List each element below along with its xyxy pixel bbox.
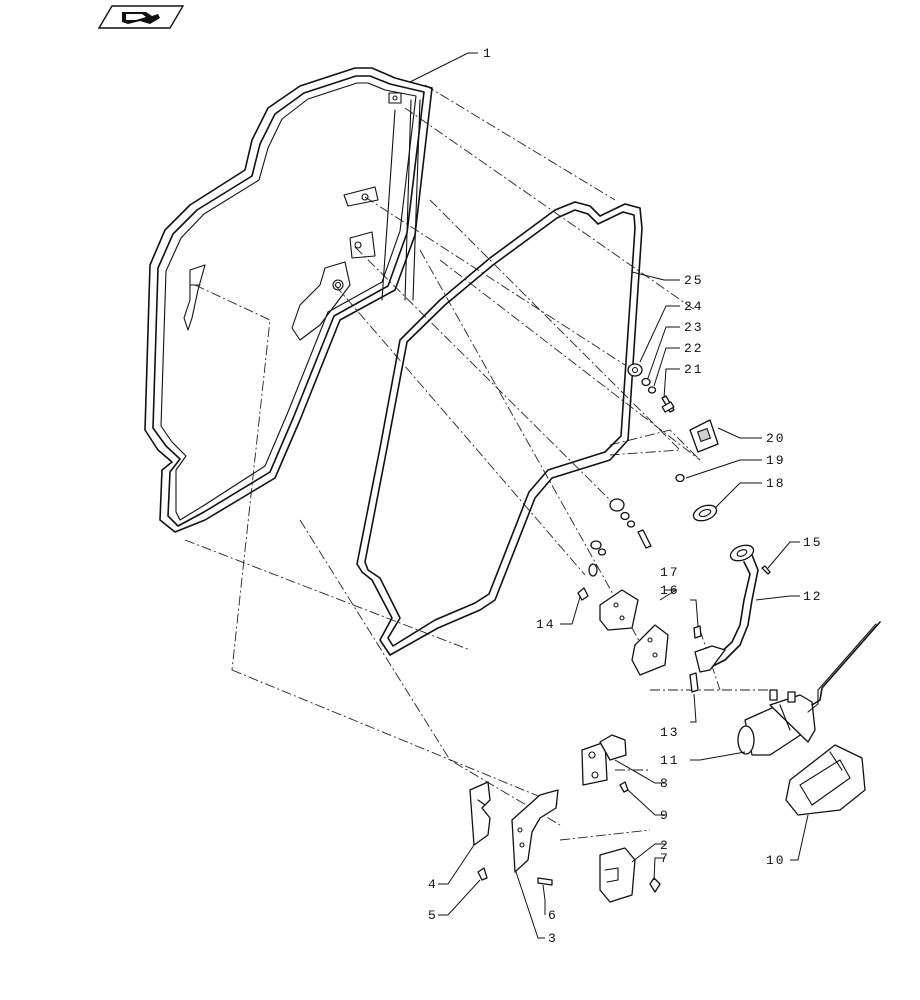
callout-2: 2 xyxy=(660,838,670,853)
plate-part-4 xyxy=(469,781,491,846)
latch-part-8 xyxy=(581,734,627,786)
mid-fasteners xyxy=(588,498,652,577)
book-arrow-icon[interactable] xyxy=(97,5,185,29)
spring-pin-part-13 xyxy=(689,672,699,693)
window-seal-part-25 xyxy=(356,201,643,656)
callout-11: 11 xyxy=(660,753,680,768)
callout-24: 24 xyxy=(684,299,704,314)
block-part-2 xyxy=(599,847,636,903)
callout-10: 10 xyxy=(766,853,786,868)
screw-part-9 xyxy=(619,781,629,793)
callout-12: 12 xyxy=(803,589,823,604)
pin-part-17 xyxy=(693,625,702,639)
callout-14: 14 xyxy=(536,617,556,632)
screw-part-5 xyxy=(477,867,488,881)
callout-25: 25 xyxy=(684,273,704,288)
callout-5: 5 xyxy=(428,908,438,923)
callout-18: 18 xyxy=(766,476,786,491)
callout-3: 3 xyxy=(548,931,558,946)
washer-part-24 xyxy=(627,363,643,377)
plates-part-16 xyxy=(599,589,669,676)
callout-16: 16 xyxy=(660,583,680,598)
screw-part-7 xyxy=(649,877,661,893)
motor-part-11 xyxy=(737,621,881,756)
callout-6: 6 xyxy=(548,908,558,923)
projection-lines xyxy=(184,84,770,841)
callout-17: 17 xyxy=(660,565,680,580)
screw-part-6 xyxy=(537,877,553,886)
screw-part-15 xyxy=(761,565,771,575)
fasteners-21-24 xyxy=(627,363,675,413)
callout-19: 19 xyxy=(766,453,786,468)
callout-labels: 1 2 3 4 5 6 7 8 9 10 11 12 13 14 15 16 1… xyxy=(428,46,823,946)
door-seal-part-1 xyxy=(144,67,433,533)
callout-4: 4 xyxy=(428,877,438,892)
label-part-20 xyxy=(689,419,719,453)
callout-7: 7 xyxy=(660,851,670,866)
callout-9: 9 xyxy=(660,808,670,823)
washer-part-22 xyxy=(647,386,657,394)
nut-part-23 xyxy=(641,377,651,387)
handle-rod-part-12 xyxy=(694,544,759,673)
callout-23: 23 xyxy=(684,320,704,335)
bushing-part-18 xyxy=(692,504,718,522)
leader-lines xyxy=(409,52,809,939)
callout-22: 22 xyxy=(684,341,704,356)
bracket-part-3 xyxy=(511,789,559,873)
cover-part-10 xyxy=(785,744,866,816)
nut-part-19 xyxy=(675,473,685,483)
callout-15: 15 xyxy=(803,535,823,550)
callout-13: 13 xyxy=(660,725,680,740)
screw-part-14 xyxy=(577,587,589,601)
callout-1: 1 xyxy=(483,46,493,61)
callout-20: 20 xyxy=(766,431,786,446)
callout-21: 21 xyxy=(684,362,704,377)
callout-8: 8 xyxy=(660,776,670,791)
